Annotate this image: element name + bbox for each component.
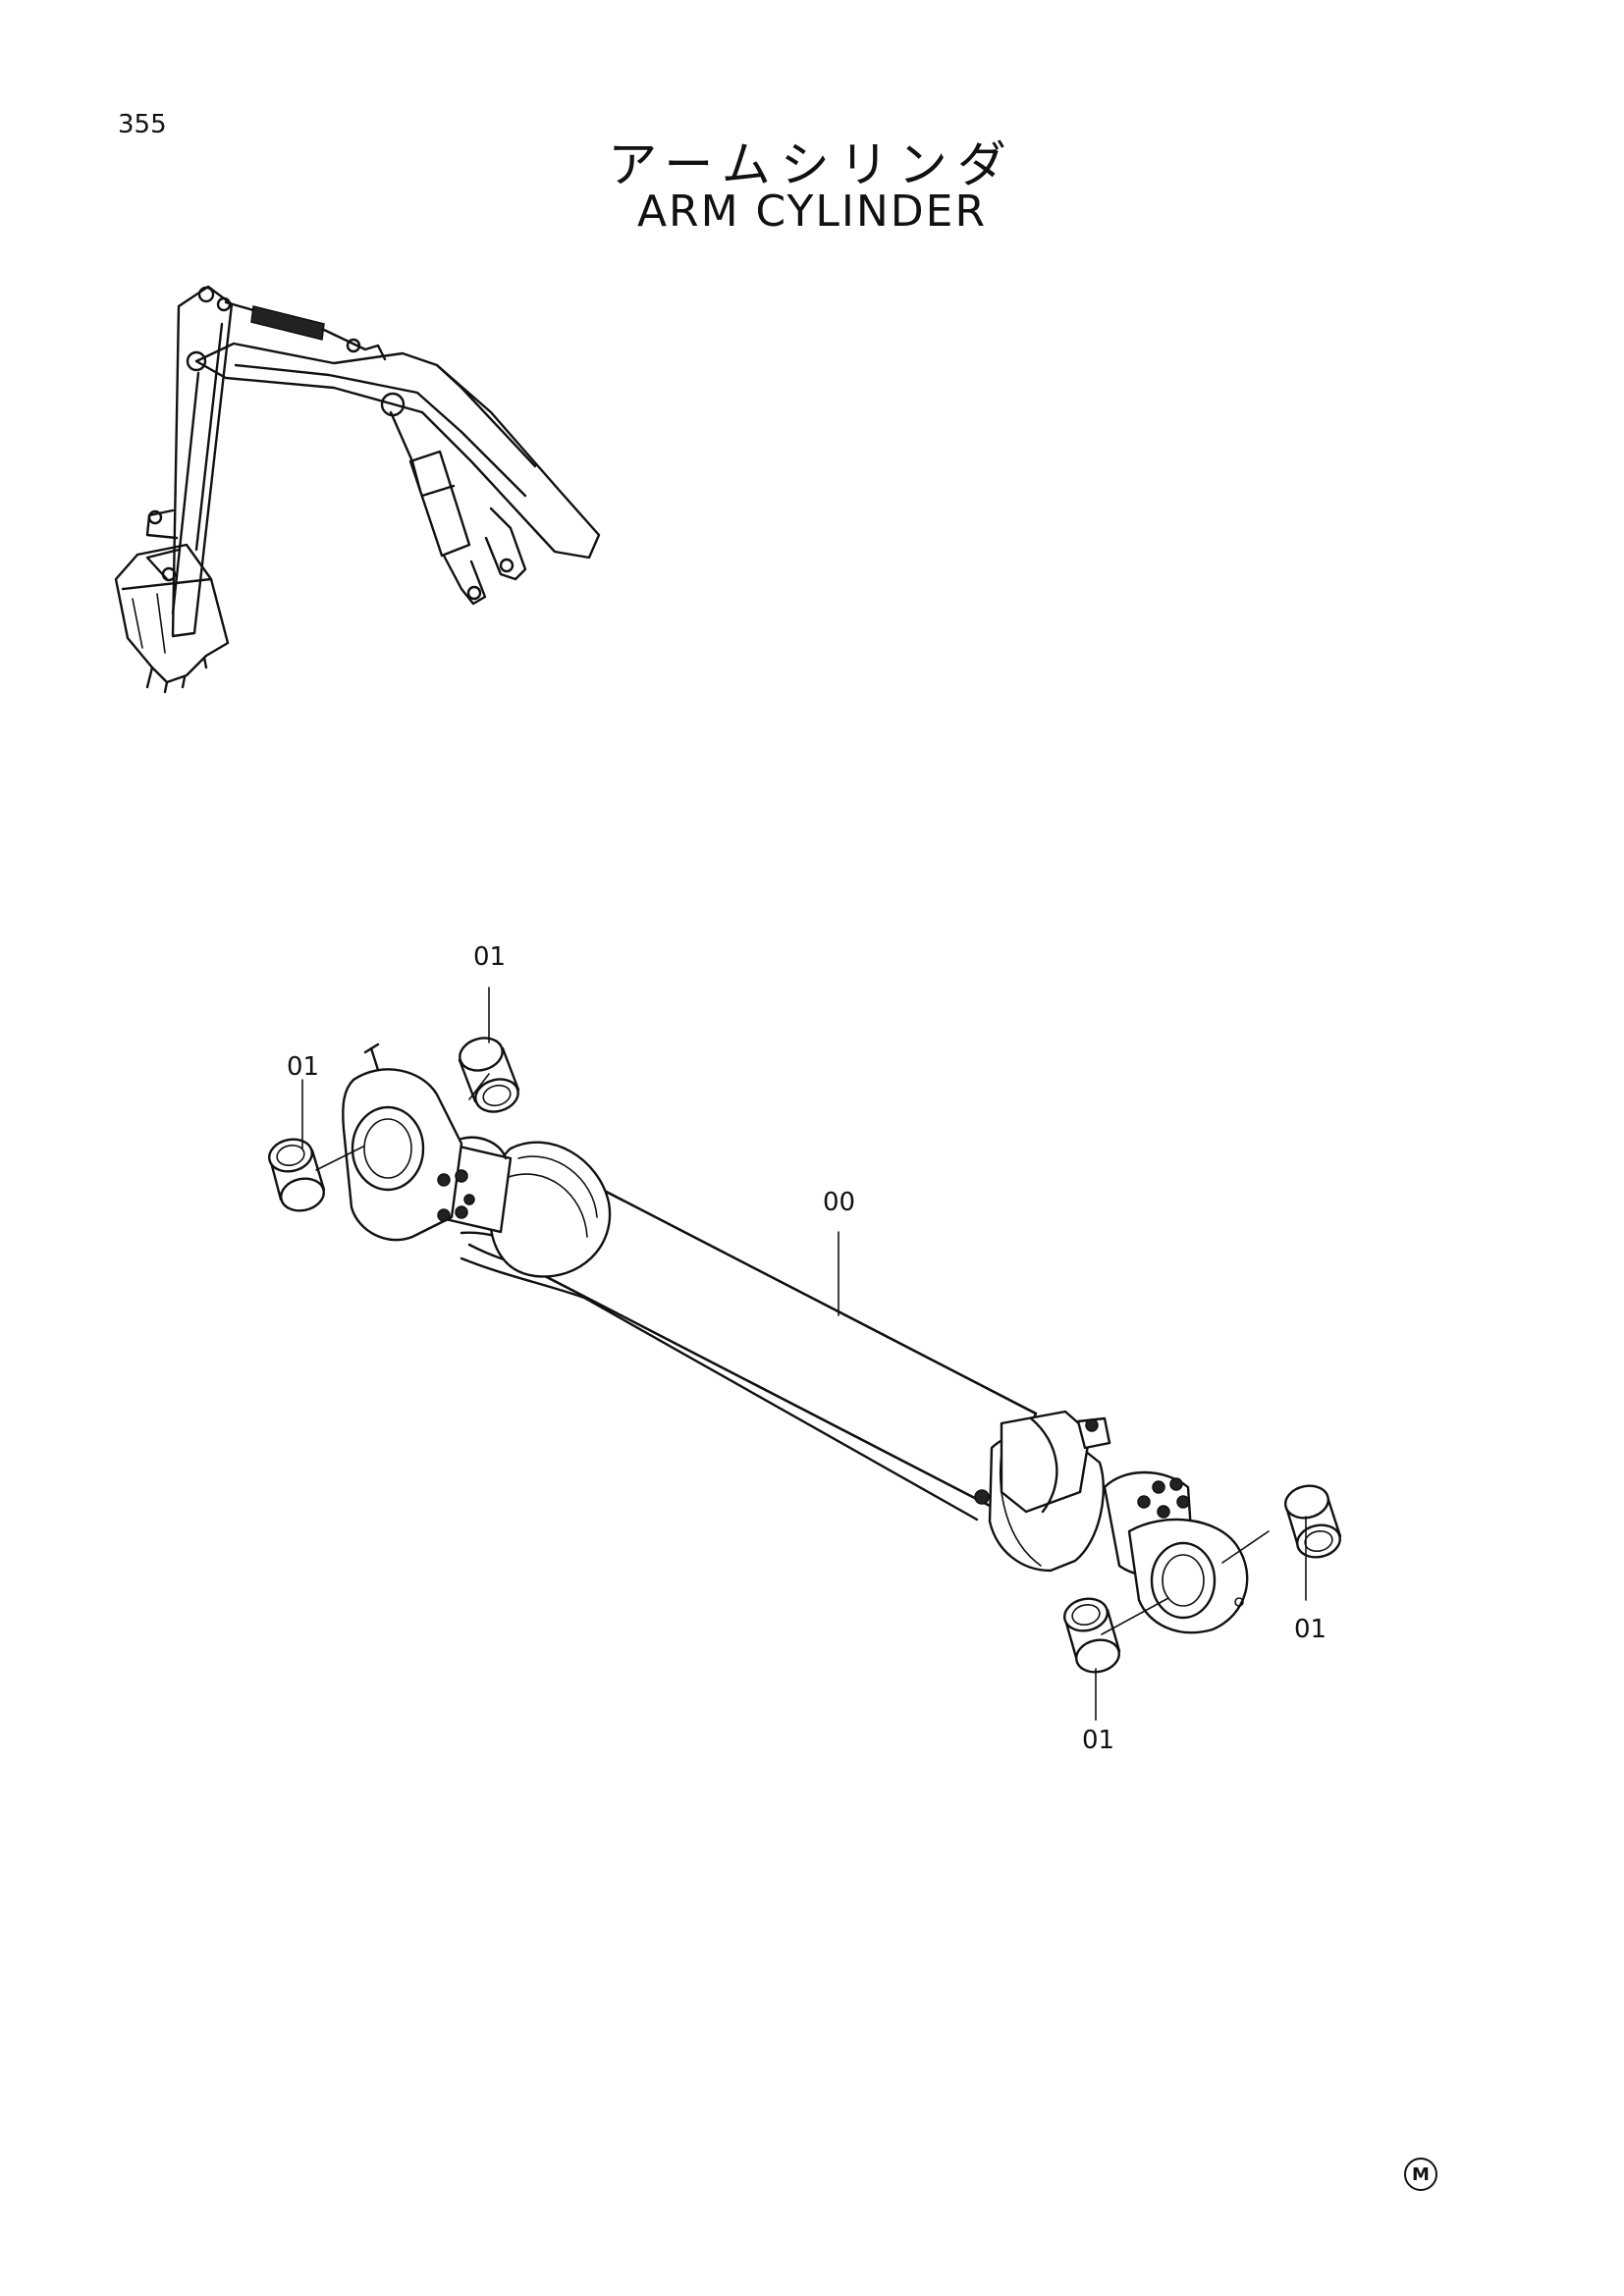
callout-bushing-bottom: 01 [1082,1726,1115,1755]
bushing-right [1284,1484,1342,1559]
manufacturer-mark: M [1404,2158,1437,2191]
bushing-bottom [1063,1597,1121,1674]
callout-bushing-left: 01 [287,1052,320,1082]
excavator-attachment-overview [114,285,601,694]
arm-cylinder-assembly [342,1042,1249,1634]
leader-lines [301,987,1307,1721]
title-japanese: アームシリンダ [608,136,1016,193]
bushing-top [458,1037,520,1113]
bushing-left [268,1138,326,1212]
title-english: ARM CYLINDER [636,187,988,237]
page-number: 355 [118,110,167,139]
callout-bushing-right: 01 [1294,1615,1327,1644]
callout-cylinder: 00 [823,1188,856,1217]
callout-bushing-top: 01 [473,942,507,972]
manufacturer-mark-letter: M [1412,2163,1430,2185]
